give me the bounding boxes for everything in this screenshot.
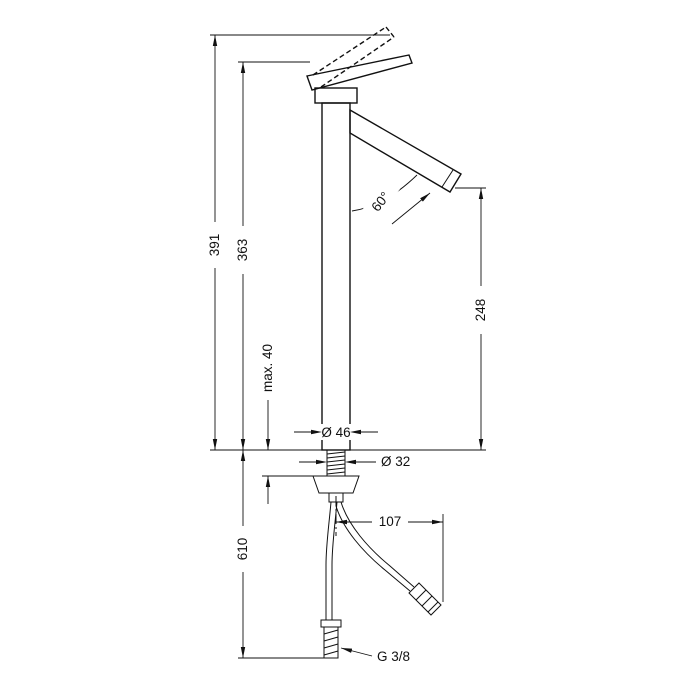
hose-left — [325, 501, 338, 620]
dimension-lines — [212, 35, 484, 658]
spout-angle-label-bg — [359, 178, 401, 224]
dim-dia32-right-arrow — [345, 459, 356, 465]
dim-outlet-height-label: 248 — [473, 299, 488, 322]
dim-dia46-left-arrow — [311, 429, 322, 435]
mounting-nut — [312, 475, 360, 494]
dim-hose-length-label: 610 — [235, 538, 250, 561]
spout — [349, 108, 462, 193]
dim-height-to-handle-label: 363 — [235, 239, 250, 262]
hose-left-connector-hatch — [323, 629, 339, 656]
extension-lines — [210, 34, 486, 659]
dim-dia32-left-arrow — [316, 459, 327, 465]
thread-leader-arrow — [340, 647, 373, 657]
mounting-hardware — [312, 449, 360, 503]
spout-angle-label-group: 60° — [359, 178, 401, 224]
dimension-labels: 391 363 max. 40 610 248 Ø 46 Ø 32 107 G … — [207, 178, 488, 664]
connection-thread-label: G 3/8 — [377, 649, 410, 664]
dim-total-height-label: 391 — [207, 234, 222, 257]
shank-thread-hatch — [326, 451, 346, 475]
lever-handle — [306, 54, 413, 91]
hose-right — [335, 501, 415, 592]
dim-dia46-right-arrow — [350, 429, 361, 435]
handle-raised-dashed — [312, 26, 395, 88]
dim-max-thickness-label: max. 40 — [260, 344, 275, 392]
dia46-label-bg — [310, 424, 362, 440]
faucet-outline — [306, 26, 462, 451]
supply-hoses — [320, 496, 442, 659]
aerator-line — [441, 169, 454, 188]
faucet-body — [321, 102, 351, 451]
handle-cap — [314, 87, 358, 104]
hose-right-connector-hatch — [415, 589, 439, 613]
dim-body-diameter-label: Ø 46 — [321, 425, 350, 440]
hose-left-collar — [320, 619, 342, 628]
hose-right-connector — [408, 582, 442, 616]
dim-hole-diameter-label: Ø 32 — [381, 454, 410, 469]
dim-hose-offset-label: 107 — [379, 514, 402, 529]
spout-outlet-arrow — [391, 192, 431, 225]
